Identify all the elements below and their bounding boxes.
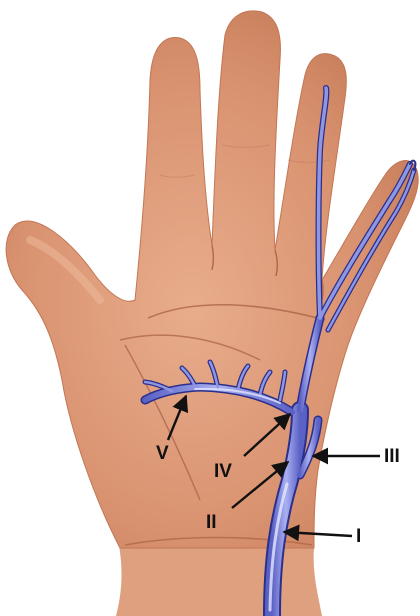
label-I: I <box>356 526 361 547</box>
label-II: II <box>206 512 217 533</box>
label-III: III <box>384 446 400 467</box>
label-V: V <box>156 443 169 464</box>
label-IV: IV <box>214 461 232 482</box>
wrist <box>116 540 322 616</box>
